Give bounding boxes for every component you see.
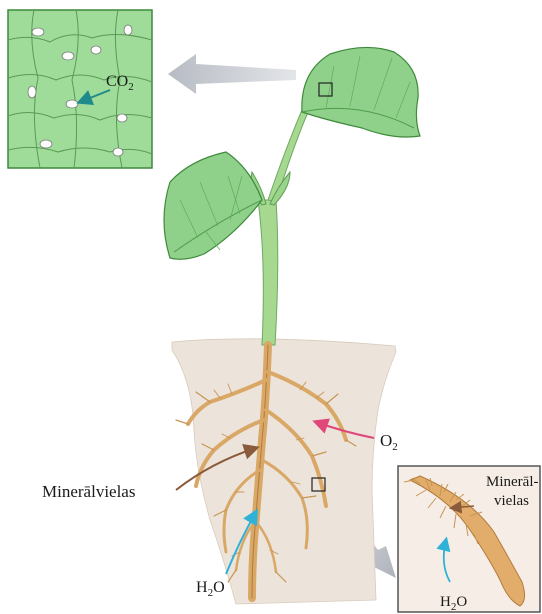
o2-label: O2: [380, 431, 398, 453]
leaf-left: [164, 152, 262, 259]
inset-mineral-label-2: vielas: [494, 493, 529, 509]
stem: [258, 200, 278, 345]
inset-mineral-label-1: Minerāl-: [486, 474, 538, 490]
mineral-label: Minerālvielas: [42, 482, 135, 501]
upper-stem: [268, 110, 308, 202]
magnify-arrow-leaf: [168, 54, 296, 94]
h2o-label: H2O: [196, 579, 225, 599]
